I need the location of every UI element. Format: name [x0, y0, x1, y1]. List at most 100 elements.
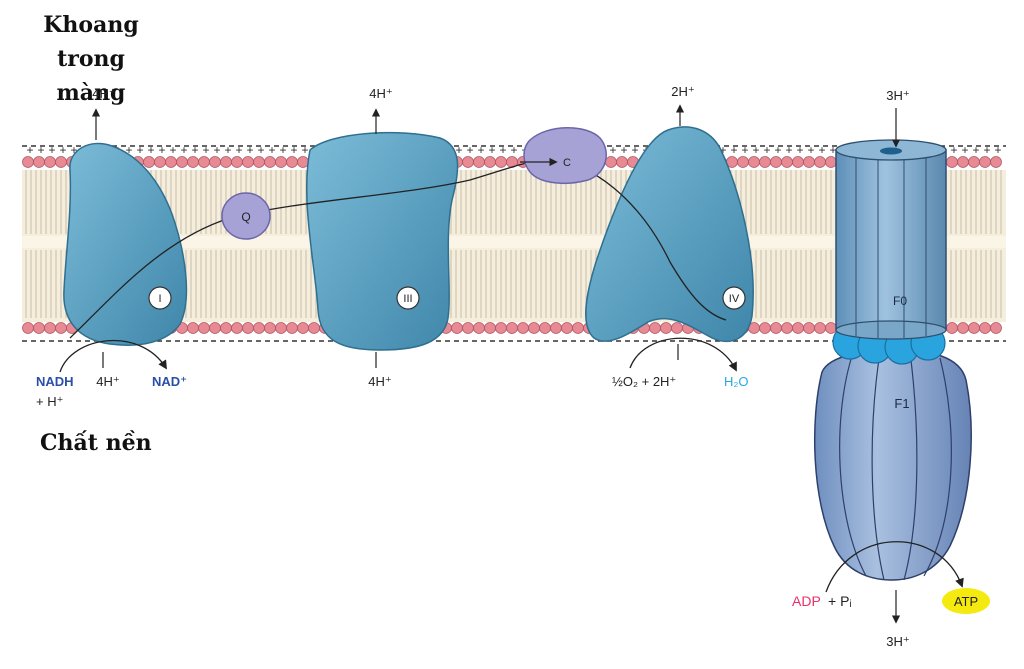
lipid-head: [781, 322, 793, 334]
plus-charge: +: [983, 143, 990, 157]
plus-charge: +: [125, 143, 132, 157]
lipid-head: [473, 156, 485, 168]
plus-charge: +: [235, 143, 242, 157]
f1-head: [814, 349, 972, 581]
f0-bottom: [835, 320, 947, 340]
matrix-label: Chất nền: [40, 430, 152, 456]
f1-label: F1: [894, 396, 909, 411]
oxygen-label: ½O₂ + 2H⁺: [612, 374, 676, 389]
plus-charge: +: [147, 143, 154, 157]
plus-charge: +: [972, 143, 979, 157]
lipid-head: [957, 156, 969, 168]
complex-i-badge: [148, 286, 172, 310]
plus-charge: +: [48, 143, 55, 157]
complex-iv[interactable]: [585, 126, 754, 343]
lipid-head: [517, 322, 529, 334]
lipid-head: [253, 156, 265, 168]
plus-charge: +: [466, 143, 473, 157]
atp-label: ATP: [954, 594, 978, 609]
lipid-head: [55, 156, 67, 168]
plus-charge: +: [26, 143, 33, 157]
lipid-head: [825, 322, 837, 334]
c1-proton-in: 4H⁺: [96, 374, 119, 389]
plus-charge: +: [719, 143, 726, 157]
lipid-head: [220, 322, 232, 334]
electron-path: [69, 159, 727, 339]
lipid-head: [176, 156, 188, 168]
lipid-head: [242, 156, 254, 168]
plus-charge: +: [774, 143, 781, 157]
plus-charge: +: [488, 143, 495, 157]
f0-label: F0: [893, 294, 907, 308]
lipid-head: [484, 322, 496, 334]
lipid-head: [748, 156, 760, 168]
complex-iv-label: IV: [729, 293, 740, 305]
complex-iii-badge: [396, 286, 420, 310]
lipid-head: [165, 156, 177, 168]
plus-charge: +: [455, 143, 462, 157]
plus-charge: +: [477, 143, 484, 157]
lipid-head: [275, 156, 287, 168]
lipid-head: [528, 322, 540, 334]
c3-proton-out: 4H⁺: [369, 86, 392, 101]
plus-charge: +: [752, 143, 759, 157]
lipid-head: [979, 322, 991, 334]
lipid-head: [143, 156, 155, 168]
oxygen-reduction-arrow: [629, 337, 737, 372]
ubiquinone-carrier[interactable]: [221, 192, 271, 240]
lipid-head: [44, 156, 56, 168]
plus-charge: +: [763, 143, 770, 157]
plus-charge: +: [246, 143, 253, 157]
plus-charge: +: [807, 143, 814, 157]
intermembrane-label-line1: Khoang trong: [43, 12, 139, 72]
plus-charge: +: [609, 143, 616, 157]
lipid-head: [792, 156, 804, 168]
atp-synthesis-arrow: [825, 541, 964, 593]
lipid-head: [495, 322, 507, 334]
lipid-head: [825, 156, 837, 168]
lipid-head: [506, 322, 518, 334]
nad-label: NAD⁺: [152, 374, 187, 389]
c1-proton-out: 4H⁺: [92, 86, 115, 101]
plus-charge: +: [994, 143, 1001, 157]
plus-charge: +: [37, 143, 44, 157]
lipid-head: [473, 322, 485, 334]
lipid-head: [781, 156, 793, 168]
lipid-head: [55, 322, 67, 334]
cytochrome-c-carrier[interactable]: [523, 127, 607, 185]
lipid-head: [770, 322, 782, 334]
c3-proton-in: 4H⁺: [368, 374, 391, 389]
lipid-head: [154, 156, 166, 168]
plus-charge: +: [59, 143, 66, 157]
complex-iv-badge: [722, 286, 746, 310]
lipid-head: [187, 322, 199, 334]
lipid-head: [264, 156, 276, 168]
lipid-head: [968, 322, 980, 334]
lipid-head: [286, 156, 298, 168]
lipid-head: [649, 322, 661, 334]
lipid-head: [242, 322, 254, 334]
plus-charge: +: [290, 143, 297, 157]
plus-charge: +: [169, 143, 176, 157]
lipid-head: [616, 156, 628, 168]
lipid-head: [737, 156, 749, 168]
plus-charge: +: [213, 143, 220, 157]
lipid-head: [957, 322, 969, 334]
plus-charge: +: [202, 143, 209, 157]
plus-charge: +: [224, 143, 231, 157]
f1-rib: [923, 357, 952, 577]
complex-iii[interactable]: [305, 131, 459, 351]
lipid-head: [44, 322, 56, 334]
q-label: Q: [241, 210, 250, 224]
plus-charge: +: [620, 143, 627, 157]
lipid-head: [253, 322, 265, 334]
lipid-head: [198, 322, 210, 334]
lipid-head: [946, 156, 958, 168]
lipid-head: [297, 322, 309, 334]
lipid-head: [231, 322, 243, 334]
lipid-head: [462, 156, 474, 168]
complex-iii-label: III: [403, 293, 412, 305]
plus-charge: +: [961, 143, 968, 157]
plus-charge: +: [741, 143, 748, 157]
